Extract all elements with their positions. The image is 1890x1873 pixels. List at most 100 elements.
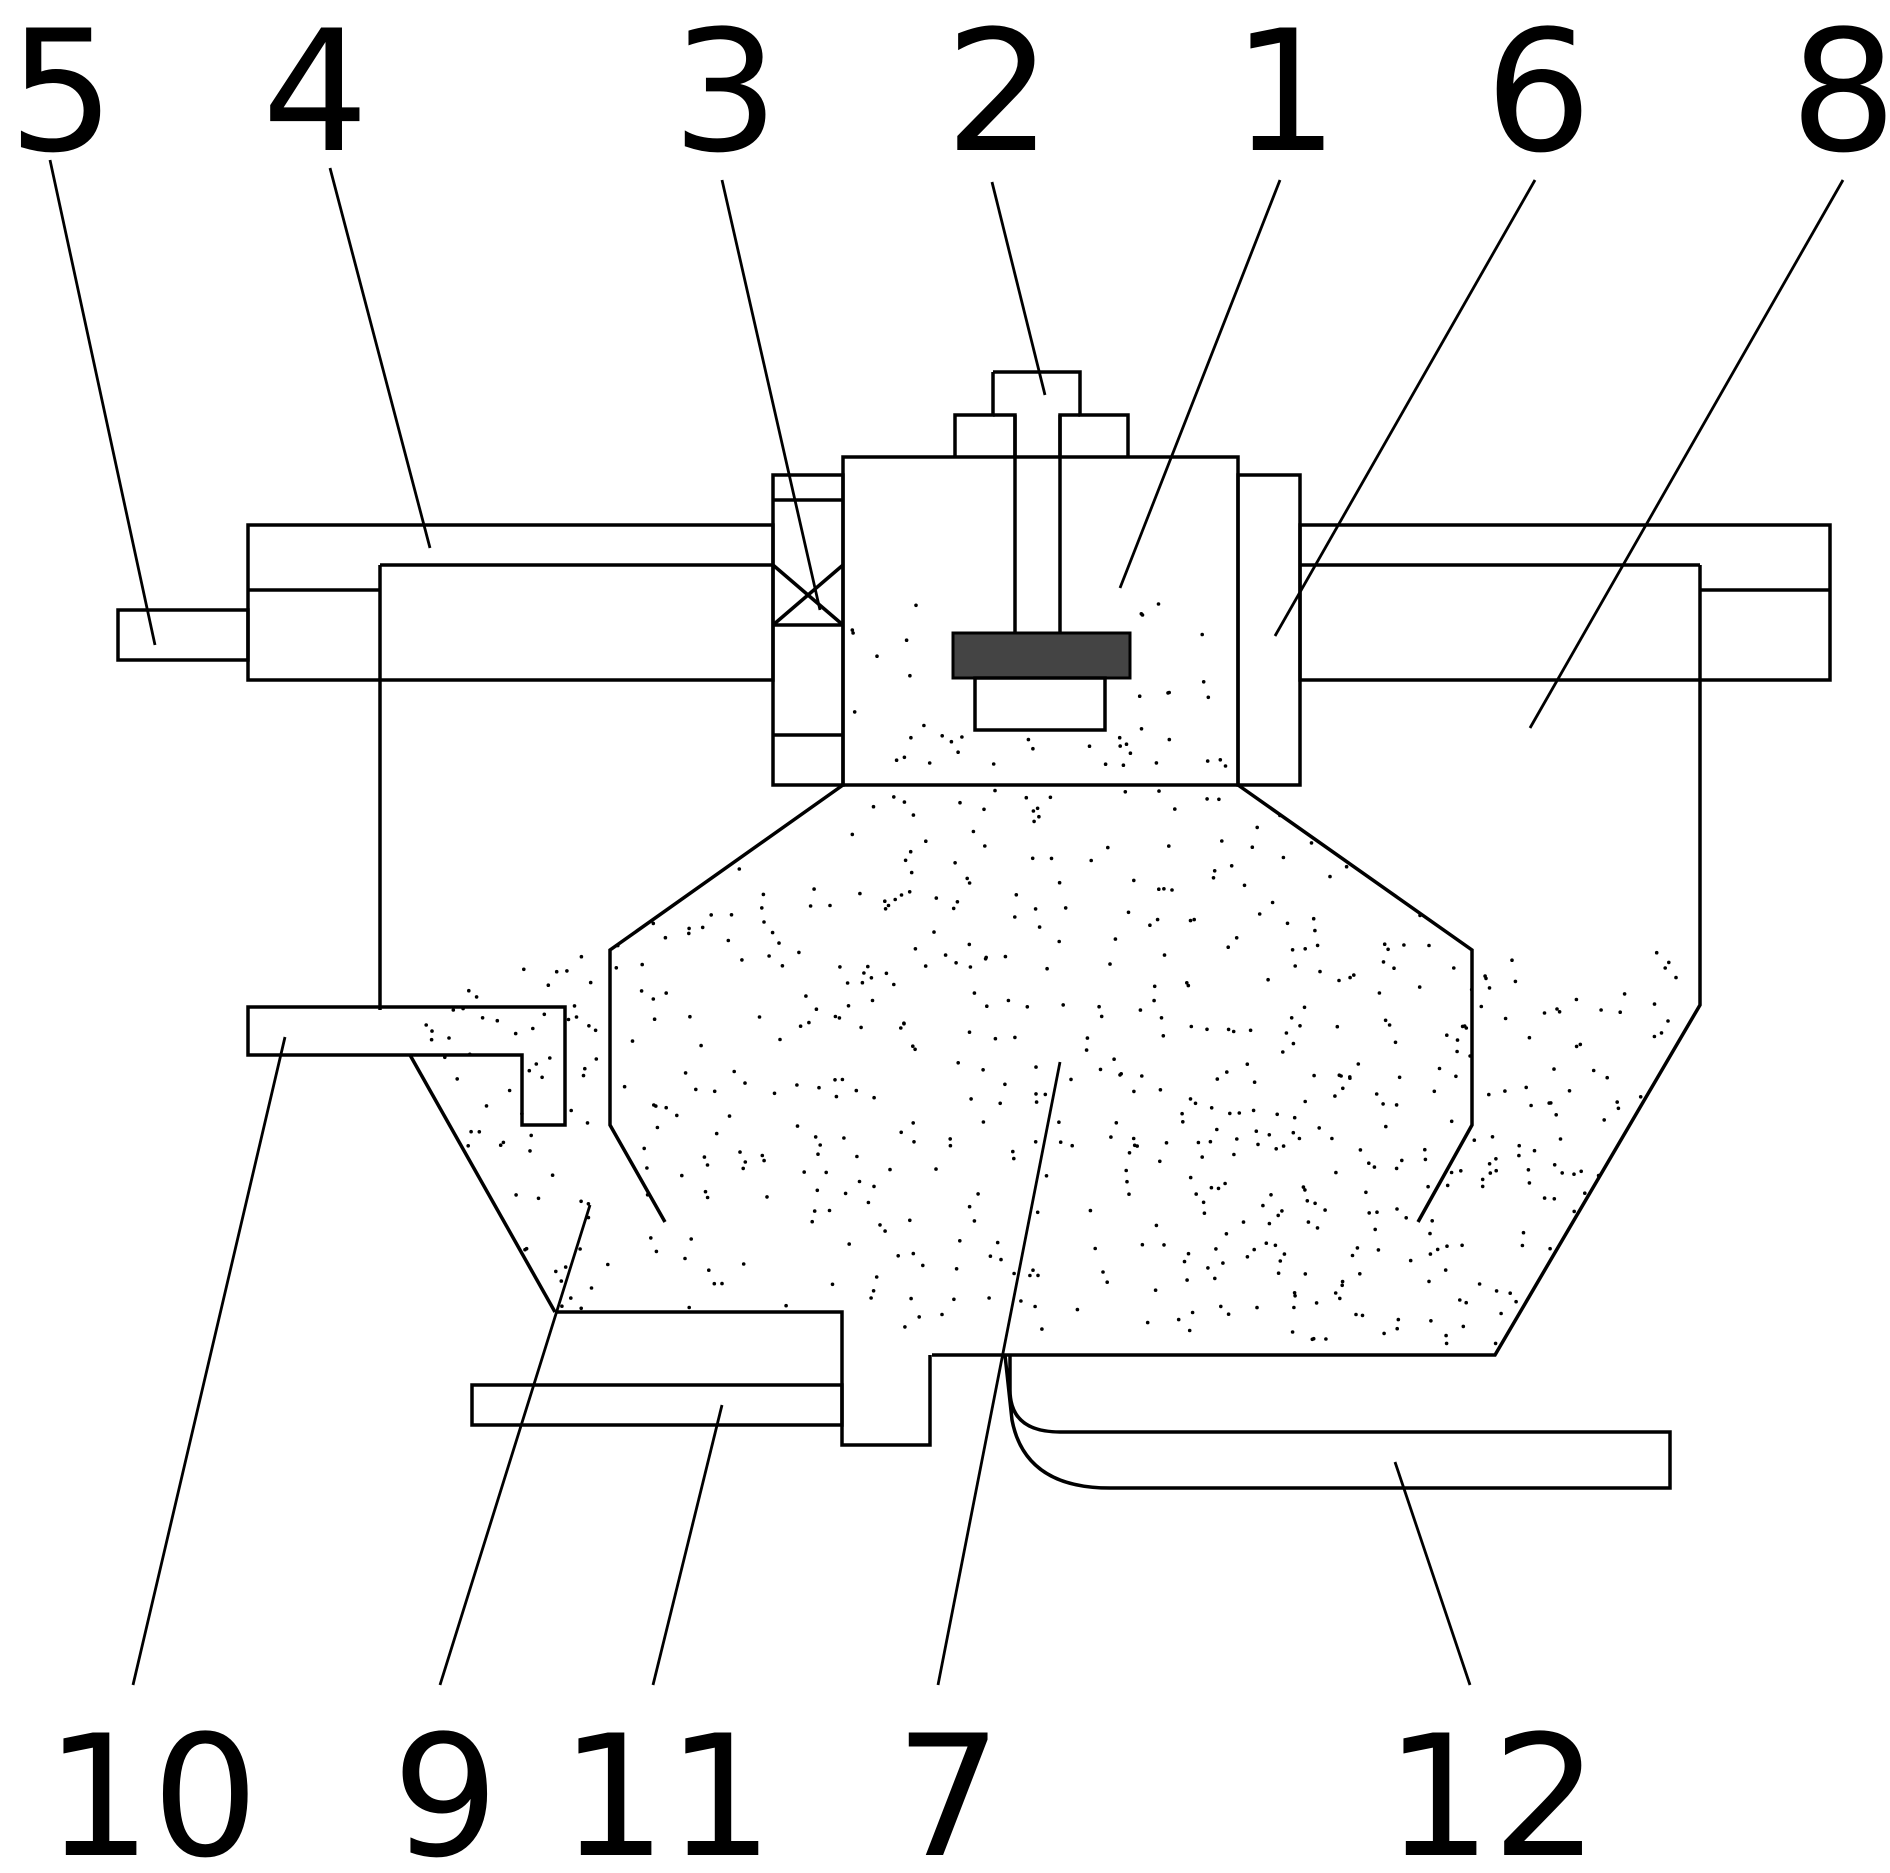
stipple-dot bbox=[1360, 1313, 1365, 1318]
stipple-dot bbox=[1025, 1005, 1030, 1009]
stipple-dot bbox=[1127, 1151, 1132, 1155]
stipple-dot bbox=[1266, 977, 1270, 982]
stipple-dot bbox=[1313, 928, 1317, 933]
stipple-dot bbox=[1137, 694, 1142, 698]
stipple-dot bbox=[893, 897, 897, 902]
stipple-dot bbox=[892, 982, 896, 987]
stipple-dot bbox=[842, 1136, 846, 1140]
stipple-dot bbox=[903, 1325, 907, 1329]
stipple-dot bbox=[874, 1275, 879, 1279]
stipple-dot bbox=[1152, 998, 1156, 1003]
stipple-dot bbox=[1063, 906, 1068, 910]
stipple-dot bbox=[1488, 1171, 1493, 1175]
stipple-dot bbox=[1464, 1300, 1468, 1305]
stipple-dot bbox=[1030, 856, 1035, 861]
stipple-dot bbox=[655, 1125, 660, 1130]
stipple-dot bbox=[884, 971, 889, 976]
stipple-dot bbox=[1605, 1075, 1609, 1080]
stipple-dot bbox=[1049, 856, 1054, 861]
stipple-dot bbox=[902, 800, 907, 804]
stipple-dot bbox=[902, 1021, 906, 1026]
label-11: 11 bbox=[560, 1699, 774, 1873]
stipple-dot bbox=[1383, 1018, 1388, 1023]
stipple-dot bbox=[1445, 1033, 1449, 1037]
stipple-dot bbox=[1154, 1223, 1159, 1228]
stipple-dot bbox=[1119, 1072, 1123, 1076]
stipple-dot bbox=[808, 904, 813, 908]
stipple-dot bbox=[968, 965, 973, 969]
stipple-dot bbox=[1209, 1106, 1214, 1110]
stipple-dot bbox=[1058, 1140, 1063, 1144]
stipple-dot bbox=[1281, 855, 1286, 860]
stipple-dot bbox=[1479, 1004, 1484, 1009]
label-7: 7 bbox=[895, 1699, 1002, 1873]
stipple-dot bbox=[1193, 1101, 1198, 1106]
stipple-dot bbox=[967, 942, 972, 947]
stipple-dot bbox=[892, 795, 896, 799]
stipple-dot bbox=[689, 1237, 693, 1241]
stipple-dot bbox=[1037, 814, 1041, 819]
stipple-dot bbox=[1181, 1120, 1185, 1124]
stipple-dot bbox=[1037, 925, 1042, 929]
stipple-dot bbox=[1397, 1075, 1402, 1080]
stipple-dot bbox=[1382, 942, 1387, 946]
side-block bbox=[1236, 473, 1302, 787]
stipple-dot bbox=[1430, 1219, 1434, 1223]
stipple-dot bbox=[1348, 975, 1352, 980]
stipple-dot bbox=[998, 1101, 1002, 1106]
stipple-dot bbox=[1487, 986, 1492, 990]
stipple-dot bbox=[1225, 1070, 1229, 1074]
stipple-dot bbox=[802, 1170, 806, 1174]
outlet-pipe bbox=[470, 1310, 932, 1447]
stipple-dot bbox=[1387, 1023, 1392, 1027]
stipple-dot bbox=[579, 1199, 583, 1204]
stipple-dot bbox=[830, 1282, 835, 1287]
stipple-dot bbox=[566, 1017, 571, 1022]
stipple-dot bbox=[1103, 762, 1108, 766]
stipple-dot bbox=[924, 839, 928, 843]
stipple-dot bbox=[807, 1020, 811, 1025]
stipple-dot bbox=[913, 947, 918, 951]
stipple-dot bbox=[1517, 1153, 1521, 1158]
stipple-dot bbox=[1226, 1027, 1231, 1032]
stipple-dot bbox=[855, 1154, 859, 1159]
stipple-dot bbox=[1159, 1016, 1164, 1020]
stipple-dot bbox=[688, 1014, 692, 1019]
stipple-dot bbox=[1344, 864, 1349, 869]
stipple-dot bbox=[740, 958, 744, 962]
stipple-dot bbox=[1335, 1024, 1340, 1029]
stipple-dot bbox=[501, 1140, 506, 1145]
stipple-dot bbox=[1499, 1311, 1503, 1316]
stipple-dot bbox=[548, 1056, 552, 1060]
stipple-dot bbox=[565, 969, 569, 973]
stipple-dot bbox=[1162, 1243, 1166, 1247]
stipple-dot bbox=[1180, 1111, 1184, 1116]
stipple-dot bbox=[1154, 761, 1159, 765]
stipple-dot bbox=[1487, 1092, 1491, 1097]
stipple-dot bbox=[1245, 1255, 1250, 1259]
stipple-dot bbox=[1302, 1005, 1307, 1010]
stipple-dot bbox=[1373, 1227, 1377, 1232]
stipple-dot bbox=[1061, 1003, 1065, 1007]
stipple-dot bbox=[952, 1297, 956, 1302]
stipple-dot bbox=[911, 813, 916, 817]
stipple-dot bbox=[1659, 1031, 1664, 1035]
stipple-dot bbox=[1381, 960, 1386, 964]
stipple-dot bbox=[914, 603, 918, 608]
stipple-dot bbox=[1404, 1216, 1408, 1220]
stipple-dot bbox=[1167, 737, 1172, 742]
stipple-dot bbox=[466, 1144, 471, 1148]
stipple-dot bbox=[1006, 998, 1011, 1003]
stipple-dot bbox=[1031, 1268, 1035, 1272]
stipple-dot bbox=[1217, 797, 1221, 802]
stipple-dot bbox=[540, 1075, 544, 1080]
stipple-dot bbox=[972, 1219, 977, 1223]
stipple-dot bbox=[560, 1304, 564, 1308]
stipple-dot bbox=[1034, 1092, 1038, 1096]
stipple-dot bbox=[869, 1296, 873, 1300]
stipple-dot bbox=[1026, 737, 1031, 742]
stipple-dot bbox=[1527, 1035, 1532, 1040]
stipple-dot bbox=[1583, 1191, 1587, 1195]
stipple-dot bbox=[1427, 943, 1431, 948]
stipple-dot bbox=[579, 1306, 583, 1311]
